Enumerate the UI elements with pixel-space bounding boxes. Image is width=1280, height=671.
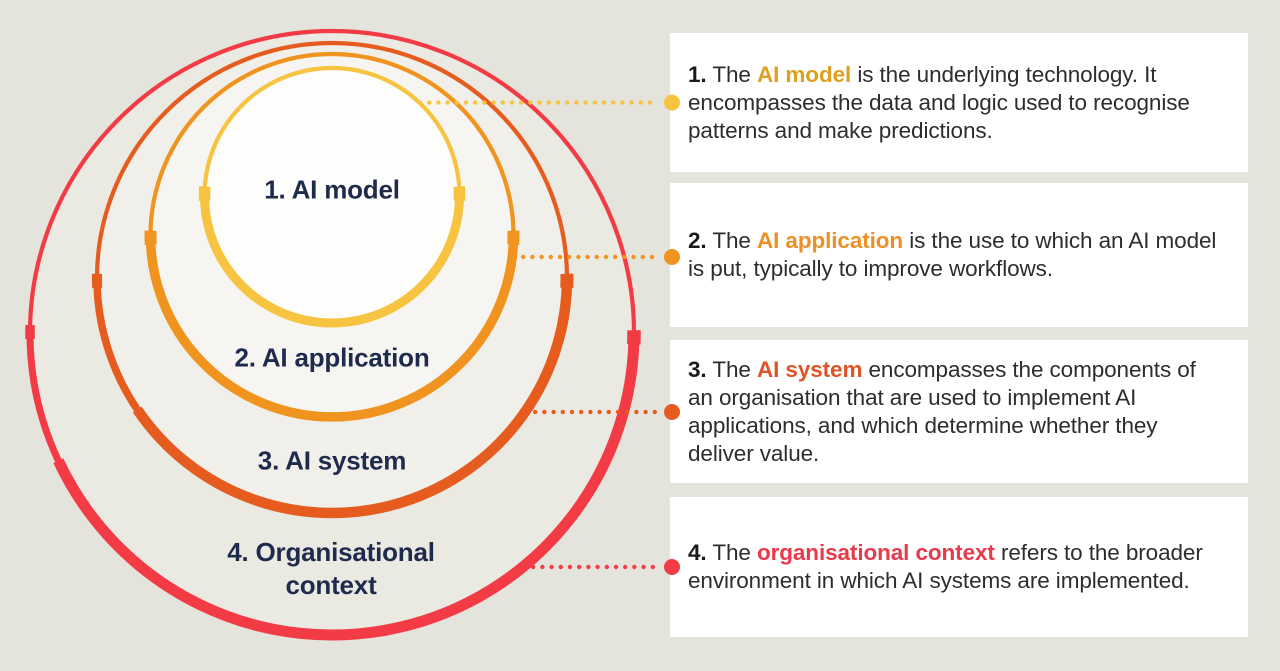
box-lead-text: The (706, 356, 757, 382)
ring-label-ai-system: 3. AI system (257, 445, 407, 476)
ring-interior-disc (97, 43, 567, 513)
description-box-ai-model: 1. The AI model is the underlying techno… (670, 33, 1248, 172)
ring-thick-arc (26, 324, 62, 463)
box-keyword: AI system (756, 356, 863, 382)
ring-thick-arc (145, 230, 519, 422)
ring-thick-arc (200, 186, 464, 328)
box-number: 2. (688, 228, 707, 253)
box-number: 1. (688, 61, 707, 87)
description-text: 1. The AI model is the underlying techno… (688, 61, 1226, 145)
description-text: 4. The organisational context refers to … (688, 539, 1226, 595)
box-keyword: organisational context (756, 540, 995, 565)
description-box-ai-application: 2. The AI application is the use to whic… (670, 183, 1248, 327)
box-rest-text: refers to the broader environment in whi… (688, 540, 1203, 593)
box-lead-text: The (706, 540, 757, 565)
box-lead-text: The (706, 228, 757, 253)
box-keyword: AI model (756, 61, 852, 87)
ring-thin-circle (94, 40, 570, 516)
description-box-ai-system: 3. The AI system encompasses the compone… (670, 340, 1248, 483)
description-text: 3. The AI system encompasses the compone… (688, 356, 1226, 468)
box-number: 4. (688, 540, 707, 565)
description-box-organisational-context: 4. The organisational context refers to … (670, 497, 1248, 637)
ring-thick-arc (93, 273, 141, 412)
box-rest-text: is the use to which an AI model is put, … (688, 228, 1217, 281)
box-rest-text: is the underlying technology. It encompa… (688, 61, 1190, 143)
ring-label-ai-application: 2. AI application (234, 342, 430, 373)
box-rest-text: encompasses the components of an organis… (688, 356, 1196, 466)
box-keyword: AI application (756, 228, 904, 253)
ring-label-ai-model: 1. AI model (264, 174, 400, 205)
box-number: 3. (688, 356, 707, 382)
description-text: 2. The AI application is the use to whic… (688, 227, 1226, 283)
box-lead-text: The (706, 61, 757, 87)
ring-label-organisational-context: 4. Organisational context (227, 537, 435, 600)
